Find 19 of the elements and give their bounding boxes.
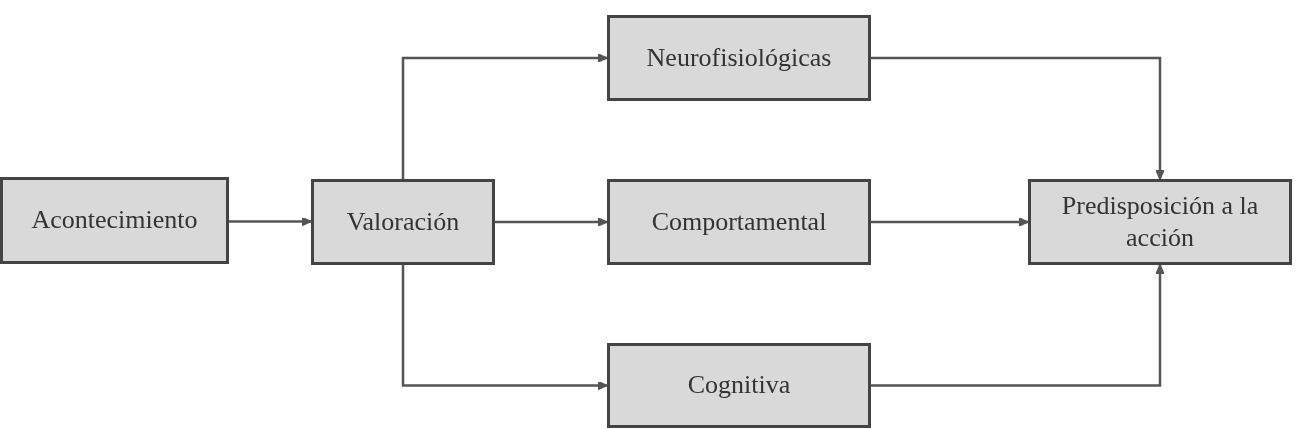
box-label: Comportamental — [651, 205, 827, 238]
arrow — [871, 264, 1165, 387]
process-box — [311, 179, 495, 265]
box-label: Acontecimiento — [31, 204, 198, 237]
arrow — [871, 217, 1029, 227]
process-box — [0, 177, 229, 264]
arrow — [229, 216, 312, 227]
arrow — [401, 53, 608, 179]
box-label: Predisposición a la acción — [1060, 189, 1260, 254]
arrow — [495, 217, 608, 227]
box-label: Neurofisiológicas — [646, 41, 832, 74]
box-label: Cognitiva — [687, 369, 791, 402]
process-box — [607, 15, 871, 101]
process-box — [607, 343, 871, 428]
box-label: Valoración — [346, 205, 460, 238]
process-box — [1028, 179, 1292, 265]
arrow — [871, 56, 1165, 180]
arrow — [401, 265, 608, 391]
process-box — [607, 179, 871, 265]
